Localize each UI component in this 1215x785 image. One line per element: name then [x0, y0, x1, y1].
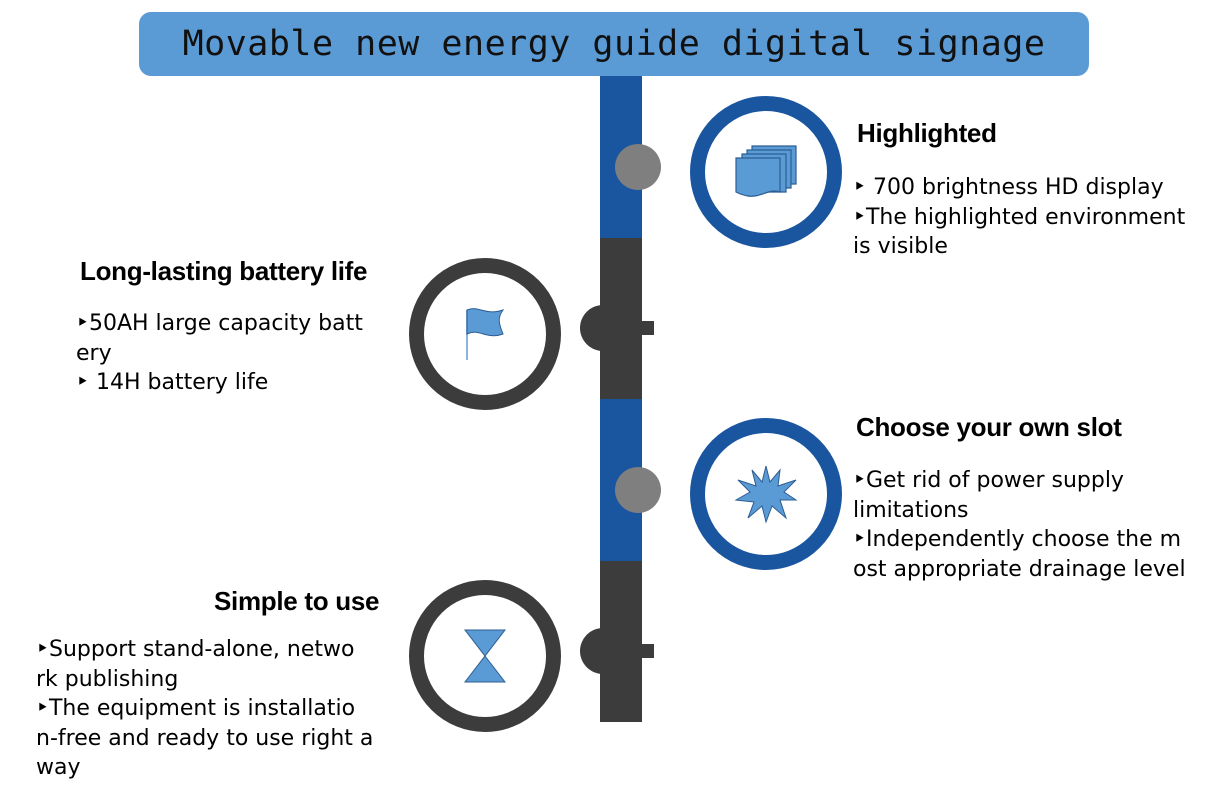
feature-3-line-3: ‣Independently choose the m — [853, 527, 1182, 552]
title-banner: Movable new energy guide digital signage — [139, 12, 1089, 76]
feature-heading-4: Simple to use — [214, 586, 380, 616]
page-title: Movable new energy guide digital signage — [182, 24, 1046, 64]
feature-circle-3 — [690, 418, 842, 570]
feature-heading-1: Highlighted — [857, 118, 997, 148]
flag-icon — [461, 306, 509, 362]
feature-heading-3: Choose your own slot — [856, 412, 1122, 442]
feature-4-line-1: ‣Support stand-alone, netwo — [36, 637, 355, 662]
feature-heading-2: Long-lasting battery life — [80, 256, 368, 286]
feature-1-line-3: is visible — [853, 234, 948, 259]
feature-3-line-4: ost appropriate drainage level — [853, 556, 1186, 582]
feature-2-line-3: ‣ 14H battery life — [76, 370, 269, 395]
feature-4-line-2: rk publishing — [36, 666, 179, 692]
connector-dot-4 — [580, 628, 626, 674]
starburst-icon — [734, 464, 798, 524]
feature-3-line-1: ‣Get rid of power supply — [853, 468, 1124, 493]
feature-4-line-4: n-free and ready to use right a — [36, 725, 374, 751]
feature-1-line-2: ‣The highlighted environment — [853, 204, 1186, 230]
connector-stub-4 — [628, 644, 654, 658]
connector-dot-3 — [615, 467, 661, 513]
feature-2-line-1: ‣50AH large capacity batt — [76, 311, 363, 336]
feature-body-2: ‣50AH large capacity batt ery ‣ 14H batt… — [76, 309, 363, 398]
connector-dot-1 — [615, 144, 661, 190]
feature-circle-2 — [409, 258, 561, 410]
feature-body-3: ‣Get rid of power supply limitations ‣In… — [853, 466, 1186, 584]
feature-body-4: ‣Support stand-alone, netwo rk publishin… — [36, 635, 373, 783]
connector-dot-2 — [580, 305, 626, 351]
hourglass-icon — [461, 628, 509, 684]
feature-4-line-5: way — [36, 755, 81, 780]
feature-body-1: ‣ 700 brightness HD display ‣The highlig… — [853, 173, 1185, 262]
feature-circle-1 — [690, 96, 842, 248]
feature-2-line-2: ery — [76, 340, 112, 366]
feature-1-line-1: ‣ 700 brightness HD display — [853, 175, 1164, 200]
feature-4-line-3: ‣The equipment is installatio — [36, 696, 356, 721]
feature-circle-4 — [409, 580, 561, 732]
connector-stub-2 — [628, 321, 654, 335]
feature-3-line-2: limitations — [853, 497, 969, 523]
stacked-screens-icon — [734, 144, 798, 200]
